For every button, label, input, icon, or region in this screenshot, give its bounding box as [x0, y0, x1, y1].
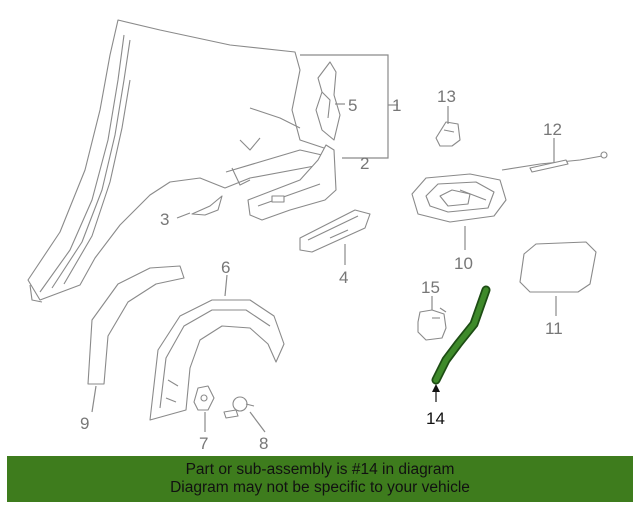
callout-15[interactable]: 15: [421, 278, 440, 297]
callout-8[interactable]: 8: [259, 434, 268, 453]
callout-14[interactable]: 14: [426, 409, 445, 428]
arch-molding-part-9: [87, 265, 185, 385]
banner-line-2: Diagram may not be specific to your vehi…: [170, 479, 470, 496]
callout-10[interactable]: 10: [454, 254, 473, 273]
bracket-part-5: [315, 61, 341, 141]
hinge-part-13: [435, 121, 461, 147]
banner-line-1: Part or sub-assembly is #14 in diagram: [185, 461, 455, 478]
filler-hose-part-14[interactable]: [431, 285, 491, 385]
callout-1[interactable]: 1: [392, 96, 401, 115]
quarter-panel-drawing: [27, 19, 331, 303]
release-cable-part-12: [501, 151, 608, 173]
grommet-part-7: [193, 385, 215, 411]
callout-2[interactable]: 2: [360, 154, 369, 173]
callout-9[interactable]: 9: [80, 414, 89, 433]
callout-6[interactable]: 6: [221, 258, 230, 277]
fuel-door-housing-part-10: [411, 173, 507, 223]
fuel-door-part-11: [519, 241, 597, 293]
notice-banner: Part or sub-assembly is #14 in diagram D…: [7, 456, 633, 502]
callout-4[interactable]: 4: [339, 268, 348, 287]
clip-part-8: [223, 396, 255, 419]
callout-3[interactable]: 3: [160, 210, 169, 229]
clip-part-15: [417, 307, 447, 341]
exploded-parts-diagram: 1 2 3 4 5 6 7 8 9 10 11 12 13 14 15: [27, 19, 608, 453]
callout-11[interactable]: 11: [545, 319, 563, 338]
inner-panel-part-2: [247, 144, 337, 221]
callout-labels: 1 2 3 4 5 6 7 8 9 10 11 12 13 14 15: [80, 87, 563, 453]
callout-7[interactable]: 7: [199, 434, 208, 453]
callout-12[interactable]: 12: [543, 120, 562, 139]
leader-lines: [91, 54, 557, 433]
trim-part-3: [191, 195, 223, 216]
callout-5[interactable]: 5: [348, 96, 357, 115]
callout-13[interactable]: 13: [437, 87, 456, 106]
garnish-part-4: [299, 209, 371, 253]
fender-liner-part-6: [149, 299, 285, 421]
